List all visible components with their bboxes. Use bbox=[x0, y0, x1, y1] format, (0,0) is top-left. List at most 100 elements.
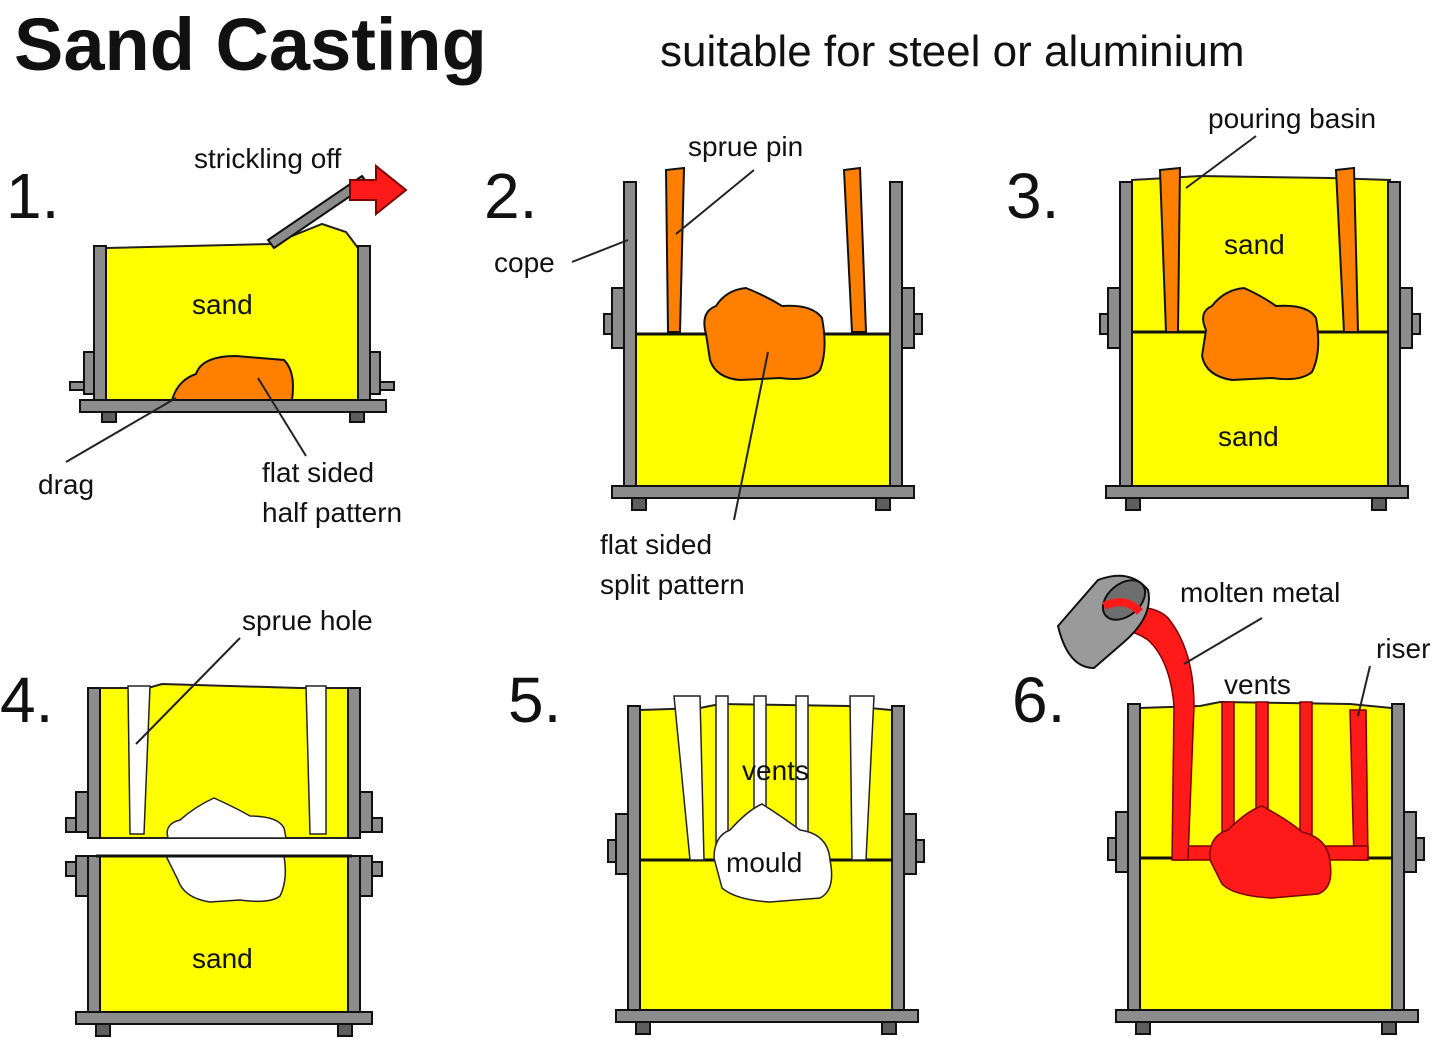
foot-right bbox=[1371, 497, 1387, 511]
foot-left bbox=[1125, 497, 1141, 511]
step-4-panel: 4. sprue hole sand bbox=[0, 605, 383, 1037]
clamp-left bbox=[1115, 811, 1129, 873]
drag-clamp-right bbox=[369, 351, 381, 395]
step-1-half-pattern bbox=[170, 354, 294, 401]
label-pattern-line-2: split pattern bbox=[600, 569, 745, 600]
strickling-arrow-icon bbox=[349, 163, 408, 217]
label-sand: sand bbox=[192, 289, 253, 320]
step-5-panel: 5. vents mould bbox=[508, 664, 925, 1035]
label-sand: sand bbox=[192, 943, 253, 974]
step-4-sprue-hole-right bbox=[305, 685, 327, 835]
step-4-number: 4. bbox=[0, 664, 53, 736]
drag-frame-left bbox=[87, 855, 101, 1013]
pin-right bbox=[1411, 313, 1421, 335]
drag-frame-left bbox=[93, 245, 107, 403]
pin-left bbox=[607, 839, 617, 863]
cope-frame-right bbox=[347, 687, 361, 839]
leader-sprue-hole bbox=[135, 637, 241, 745]
clamp-right bbox=[1399, 287, 1413, 349]
step-4-sprue-hole-left bbox=[127, 685, 151, 835]
frame-left bbox=[1119, 181, 1133, 487]
label-riser: riser bbox=[1376, 633, 1430, 664]
foot-left bbox=[635, 1021, 651, 1035]
step-5-riser bbox=[849, 695, 875, 861]
page-subtitle: suitable for steel or aluminium bbox=[660, 27, 1244, 76]
step-3-panel: 3. pouring basin sand sand bbox=[1006, 103, 1421, 511]
step-6-casting bbox=[1209, 805, 1332, 899]
label-sprue-pin: sprue pin bbox=[688, 131, 803, 162]
pin-right bbox=[915, 839, 925, 863]
step-5-number: 5. bbox=[508, 664, 561, 736]
step-3-board bbox=[1105, 485, 1409, 499]
step-4-cavity-top bbox=[166, 797, 287, 839]
ladle-icon bbox=[1056, 574, 1150, 670]
foot-right bbox=[881, 1021, 897, 1035]
drag-clamp-left bbox=[83, 351, 95, 395]
foot-right bbox=[875, 497, 891, 511]
cope-frame-left bbox=[623, 181, 637, 487]
leader-drag bbox=[65, 397, 177, 463]
drag-clamp-right bbox=[359, 855, 373, 897]
sprue-pin-right bbox=[1334, 166, 1360, 333]
page-title: Sand Casting bbox=[14, 3, 487, 86]
leader-molten-metal bbox=[1183, 617, 1263, 665]
moulding-board bbox=[79, 399, 387, 413]
pin-right bbox=[1415, 837, 1425, 861]
pin-left bbox=[603, 313, 613, 335]
pin-left bbox=[1107, 837, 1117, 861]
sprue-pin-left bbox=[664, 166, 686, 333]
step-4-board bbox=[75, 1011, 373, 1025]
label-pattern-line-2: half pattern bbox=[262, 497, 402, 528]
clamp-left bbox=[611, 287, 625, 349]
step-5-board bbox=[615, 1009, 919, 1023]
step-3-pattern bbox=[1200, 286, 1320, 382]
frame-left bbox=[627, 705, 641, 1011]
step-2-board bbox=[611, 485, 915, 499]
step-3-number: 3. bbox=[1006, 160, 1059, 232]
clamp-right bbox=[903, 813, 917, 875]
step-2-panel: 2. sprue pin cope flat sided split patte… bbox=[484, 131, 923, 600]
label-mould: mould bbox=[726, 847, 802, 878]
step-6-number: 6. bbox=[1012, 664, 1065, 736]
foot-right bbox=[1381, 1021, 1397, 1035]
sprue-pin-left bbox=[1158, 166, 1182, 333]
cope-frame-left bbox=[87, 687, 101, 839]
clamp-right bbox=[901, 287, 915, 349]
drag-frame-right bbox=[357, 245, 371, 403]
step-2-split-pattern bbox=[703, 286, 826, 382]
step-6-panel: 6. molten metal vents riser bbox=[1012, 574, 1430, 1035]
cope-frame-right bbox=[889, 181, 903, 487]
leader-pouring-basin bbox=[1185, 135, 1257, 189]
step-1-number: 1. bbox=[6, 160, 59, 232]
frame-right bbox=[1391, 703, 1405, 1011]
step-6-riser bbox=[1349, 709, 1369, 861]
label-vents: vents bbox=[742, 755, 809, 786]
cope-lug-left bbox=[65, 817, 77, 833]
label-drag: drag bbox=[38, 469, 94, 500]
label-sprue-hole: sprue hole bbox=[242, 605, 373, 636]
step-4-cavity-bottom bbox=[164, 855, 287, 903]
board-foot-left bbox=[101, 411, 117, 423]
step-5-mould-cavity bbox=[713, 803, 833, 903]
leader-sprue-pin bbox=[675, 169, 755, 235]
clamp-right bbox=[1403, 811, 1417, 873]
label-pattern-line-1: flat sided bbox=[262, 457, 374, 488]
label-molten-metal: molten metal bbox=[1180, 577, 1340, 608]
board-foot-right bbox=[349, 411, 365, 423]
cope-clamp-left bbox=[75, 791, 89, 833]
label-pattern-line-1: flat sided bbox=[600, 529, 712, 560]
cope-lug-right bbox=[371, 817, 383, 833]
label-strickling-off: strickling off bbox=[194, 143, 342, 174]
pin-right bbox=[913, 313, 923, 335]
pin-left bbox=[1099, 313, 1109, 335]
leader-cope bbox=[571, 239, 629, 263]
frame-left bbox=[1127, 703, 1141, 1011]
leader-pattern bbox=[257, 377, 307, 457]
drag-lug-right bbox=[371, 861, 383, 877]
frame-right bbox=[1387, 181, 1401, 487]
foot-left bbox=[631, 497, 647, 511]
step-5-sprue bbox=[673, 695, 705, 861]
label-pouring-basin: pouring basin bbox=[1208, 103, 1376, 134]
label-cope: cope bbox=[494, 247, 555, 278]
